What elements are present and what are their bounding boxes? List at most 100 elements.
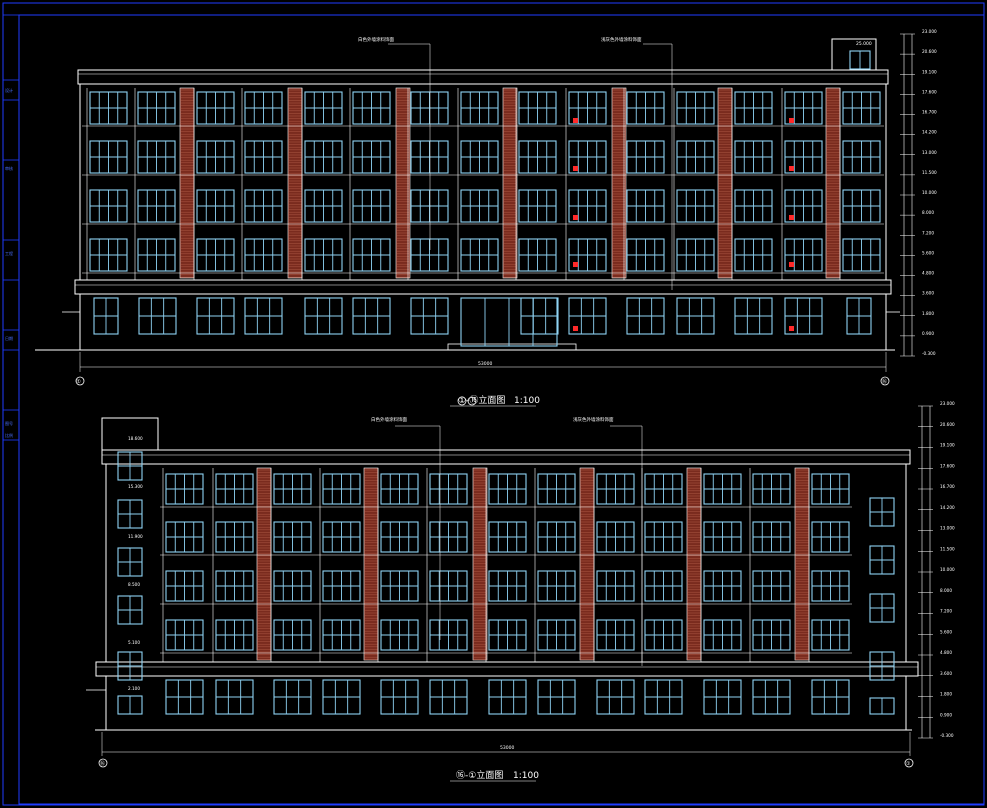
window: [676, 238, 715, 272]
window: [703, 473, 742, 505]
elev2-scale: 1:100: [513, 771, 539, 781]
window: [703, 619, 742, 651]
window: [703, 521, 742, 553]
window: [734, 140, 773, 174]
window: [244, 140, 283, 174]
window: [518, 91, 557, 125]
window: [322, 679, 361, 715]
level-label: 23.000: [940, 401, 955, 406]
window: [537, 679, 576, 715]
window: [244, 189, 283, 223]
level-label: 10.000: [940, 567, 955, 572]
window: [869, 497, 895, 527]
window: [676, 297, 715, 335]
level-label: 7.200: [922, 230, 934, 235]
ground-floor: [105, 675, 907, 731]
window: [784, 91, 823, 125]
level-label: 14.200: [922, 130, 937, 135]
red-marker: [573, 262, 578, 267]
window: [380, 521, 419, 553]
window: [869, 593, 895, 623]
window: [537, 521, 576, 553]
window: [322, 521, 361, 553]
window: [273, 570, 312, 602]
window: [568, 238, 607, 272]
window: [304, 91, 343, 125]
window: [568, 140, 607, 174]
brick-strip: [256, 467, 272, 661]
window: [244, 297, 283, 335]
level-label: 17.600: [940, 463, 955, 468]
window: [273, 521, 312, 553]
parapet: [101, 449, 911, 465]
window: [626, 297, 665, 335]
window: [137, 189, 176, 223]
window: [849, 50, 871, 70]
window: [410, 140, 449, 174]
ground-floor: [79, 293, 887, 351]
window: [215, 473, 254, 505]
elev1-axis-right: ⑯: [882, 378, 887, 385]
brick-strip: [179, 87, 195, 279]
level-label: 16.700: [940, 484, 955, 489]
window: [460, 189, 499, 223]
level-label: 0.900: [922, 331, 934, 336]
title-block-sidebar: [3, 14, 19, 441]
window: [518, 189, 557, 223]
level-label: 5.600: [922, 250, 934, 255]
window: [429, 679, 468, 715]
window: [410, 297, 449, 335]
window: [196, 189, 235, 223]
axis-bubble: [880, 376, 890, 386]
window: [93, 297, 119, 335]
red-marker: [573, 118, 578, 123]
roof-box: [831, 38, 877, 71]
window: [596, 679, 635, 715]
window: [215, 521, 254, 553]
window: [165, 619, 204, 651]
level-label: -0.300: [940, 733, 954, 738]
window: [842, 140, 881, 174]
window: [89, 189, 128, 223]
window: [568, 297, 607, 335]
level-label: 20.600: [940, 422, 955, 427]
elev1-level-marks: 23.00020.60019.10017.60016.70014.20013.0…: [900, 29, 937, 357]
level-label: 1.800: [922, 311, 934, 316]
window: [196, 91, 235, 125]
window: [752, 570, 791, 602]
level-label: 10.000: [922, 190, 937, 195]
window: [784, 189, 823, 223]
brick-strip: [395, 87, 411, 279]
window: [644, 679, 683, 715]
level-label: 16.700: [922, 110, 937, 115]
window: [488, 619, 527, 651]
window: [784, 297, 823, 335]
brick-strip: [825, 87, 841, 279]
red-marker: [789, 262, 794, 267]
window: [568, 91, 607, 125]
brick-strip: [794, 467, 810, 661]
elev2-level-marks: 23.00020.60019.10017.60016.70014.20013.0…: [918, 401, 955, 739]
window: [460, 238, 499, 272]
window: [811, 679, 850, 715]
brick-fill: [825, 87, 841, 279]
level-label: 8.000: [922, 210, 934, 215]
window: [752, 679, 791, 715]
window: [304, 297, 343, 335]
elev1-title: ①-⑯立面图: [458, 394, 505, 406]
window: [518, 140, 557, 174]
window: [811, 570, 850, 602]
elev1-overall-dim: 53000: [478, 361, 492, 367]
sidebar-label: 工程: [5, 250, 13, 256]
window: [676, 91, 715, 125]
window: [811, 473, 850, 505]
parapet: [77, 69, 889, 85]
window: [137, 140, 176, 174]
window: [784, 140, 823, 174]
axis-bubble: [98, 758, 108, 768]
window: [117, 451, 143, 481]
window: [644, 619, 683, 651]
window: [644, 521, 683, 553]
